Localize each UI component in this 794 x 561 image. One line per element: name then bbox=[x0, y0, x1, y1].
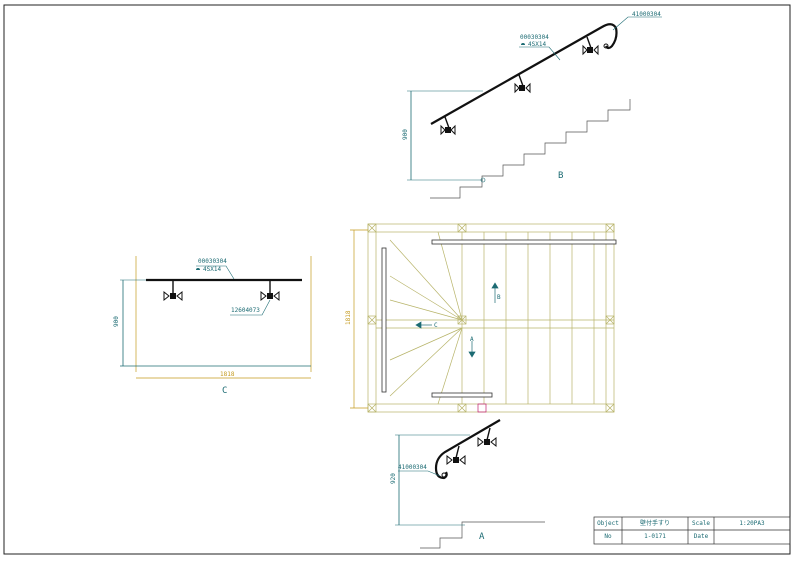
view-b-height-dim: 900 bbox=[402, 129, 409, 140]
plan-handrail-bottom bbox=[431, 392, 493, 398]
view-b-bracket-part-number: 00030304 bbox=[520, 34, 549, 41]
plan-direction-arrows bbox=[415, 282, 499, 358]
view-a-end-leader bbox=[398, 470, 441, 477]
view-c-bracket-leader bbox=[196, 265, 235, 280]
view-b-end-part-number: 41000304 bbox=[632, 11, 661, 18]
sheet-border bbox=[3, 4, 791, 555]
title-scale-value: 1:20PA3 bbox=[739, 520, 765, 527]
view-c-support-leader bbox=[230, 299, 271, 316]
view-c-support-part-number: 12604073 bbox=[231, 307, 260, 314]
plan-arrow-a-label: A bbox=[470, 336, 474, 343]
plan-handrail-top bbox=[431, 239, 617, 245]
view-b-label: B bbox=[558, 171, 564, 181]
view-a bbox=[395, 419, 545, 549]
view-a-label: A bbox=[479, 532, 485, 542]
view-b-handrail bbox=[430, 23, 618, 125]
title-no-label: No bbox=[604, 533, 612, 540]
view-a-bracket-1 bbox=[446, 445, 466, 466]
view-c-bracket-part-number: 00030304 bbox=[198, 258, 227, 265]
plan-view bbox=[350, 223, 615, 413]
view-a-bracket-2 bbox=[477, 427, 497, 448]
view-a-height-dim: 920 bbox=[390, 473, 397, 484]
title-scale-label: Scale bbox=[691, 520, 711, 527]
plan-handrail-left bbox=[381, 247, 387, 393]
title-date-label: Date bbox=[693, 533, 709, 540]
view-b-bracket-leader bbox=[519, 46, 561, 61]
view-c-label: C bbox=[222, 386, 228, 396]
view-c-screw-spec: 4SX14 bbox=[203, 266, 222, 273]
view-b-bracket-1 bbox=[440, 116, 456, 136]
title-object-value: 壁付手すり bbox=[639, 520, 670, 527]
view-a-end-part-number: 41000304 bbox=[398, 464, 427, 471]
title-no-value: 1-0171 bbox=[644, 533, 666, 540]
view-c-bracket-2 bbox=[260, 281, 280, 302]
view-c-height-dim: 900 bbox=[113, 316, 120, 327]
view-c-length-dim: 1818 bbox=[220, 371, 235, 378]
view-b-stair-profile bbox=[430, 99, 631, 199]
view-c bbox=[120, 256, 312, 379]
view-b-end-leader bbox=[612, 16, 662, 31]
view-c-bracket-1 bbox=[163, 281, 183, 302]
view-b-bracket-2 bbox=[514, 74, 531, 94]
view-b bbox=[407, 16, 662, 199]
plan-arrow-b-label: B bbox=[497, 294, 501, 301]
plan-width-dim: 1818 bbox=[345, 310, 352, 325]
view-b-screw-spec: 4SX14 bbox=[528, 41, 547, 48]
plan-arrow-c-label: C bbox=[434, 322, 438, 329]
view-a-stair-profile bbox=[420, 521, 545, 549]
title-object-label: Object bbox=[597, 520, 619, 527]
title-block bbox=[593, 516, 791, 545]
plan-outline bbox=[367, 223, 615, 413]
view-b-floor-marker bbox=[480, 177, 486, 183]
view-b-bracket-3 bbox=[582, 36, 599, 56]
